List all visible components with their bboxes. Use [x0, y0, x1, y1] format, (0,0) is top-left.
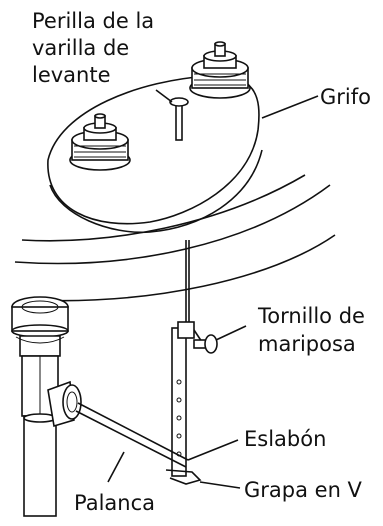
lever	[75, 402, 189, 468]
faucet-body	[14, 75, 336, 302]
right-handle	[189, 41, 251, 99]
lift-rod-knob	[169, 97, 189, 141]
label-thumb-screw-line-1: Tornillo de	[257, 304, 365, 328]
lift-rod	[185, 240, 190, 330]
label-lift-rod-knob-line-3: levante	[32, 63, 111, 87]
label-thumb-screw-line-2: mariposa	[258, 332, 356, 356]
label-lever: Palanca	[74, 491, 155, 515]
label-v-clip: Grapa en V	[244, 478, 363, 502]
thumb-screw	[193, 334, 218, 354]
strap	[171, 321, 203, 477]
v-clip	[165, 469, 202, 485]
label-lift-rod-knob-line-2: varilla de	[32, 36, 129, 60]
left-handle	[69, 113, 131, 171]
leader-lines	[107, 89, 319, 489]
label-lift-rod-knob-line-1: Perilla de la	[32, 9, 154, 33]
label-lift-rod-knob: Perilla de la varilla de levante	[32, 9, 161, 87]
popup-drain	[11, 296, 82, 517]
label-strap: Eslabón	[244, 427, 326, 451]
label-thumb-screw: Tornillo de mariposa	[257, 304, 372, 356]
label-faucet: Grifo	[320, 85, 371, 109]
